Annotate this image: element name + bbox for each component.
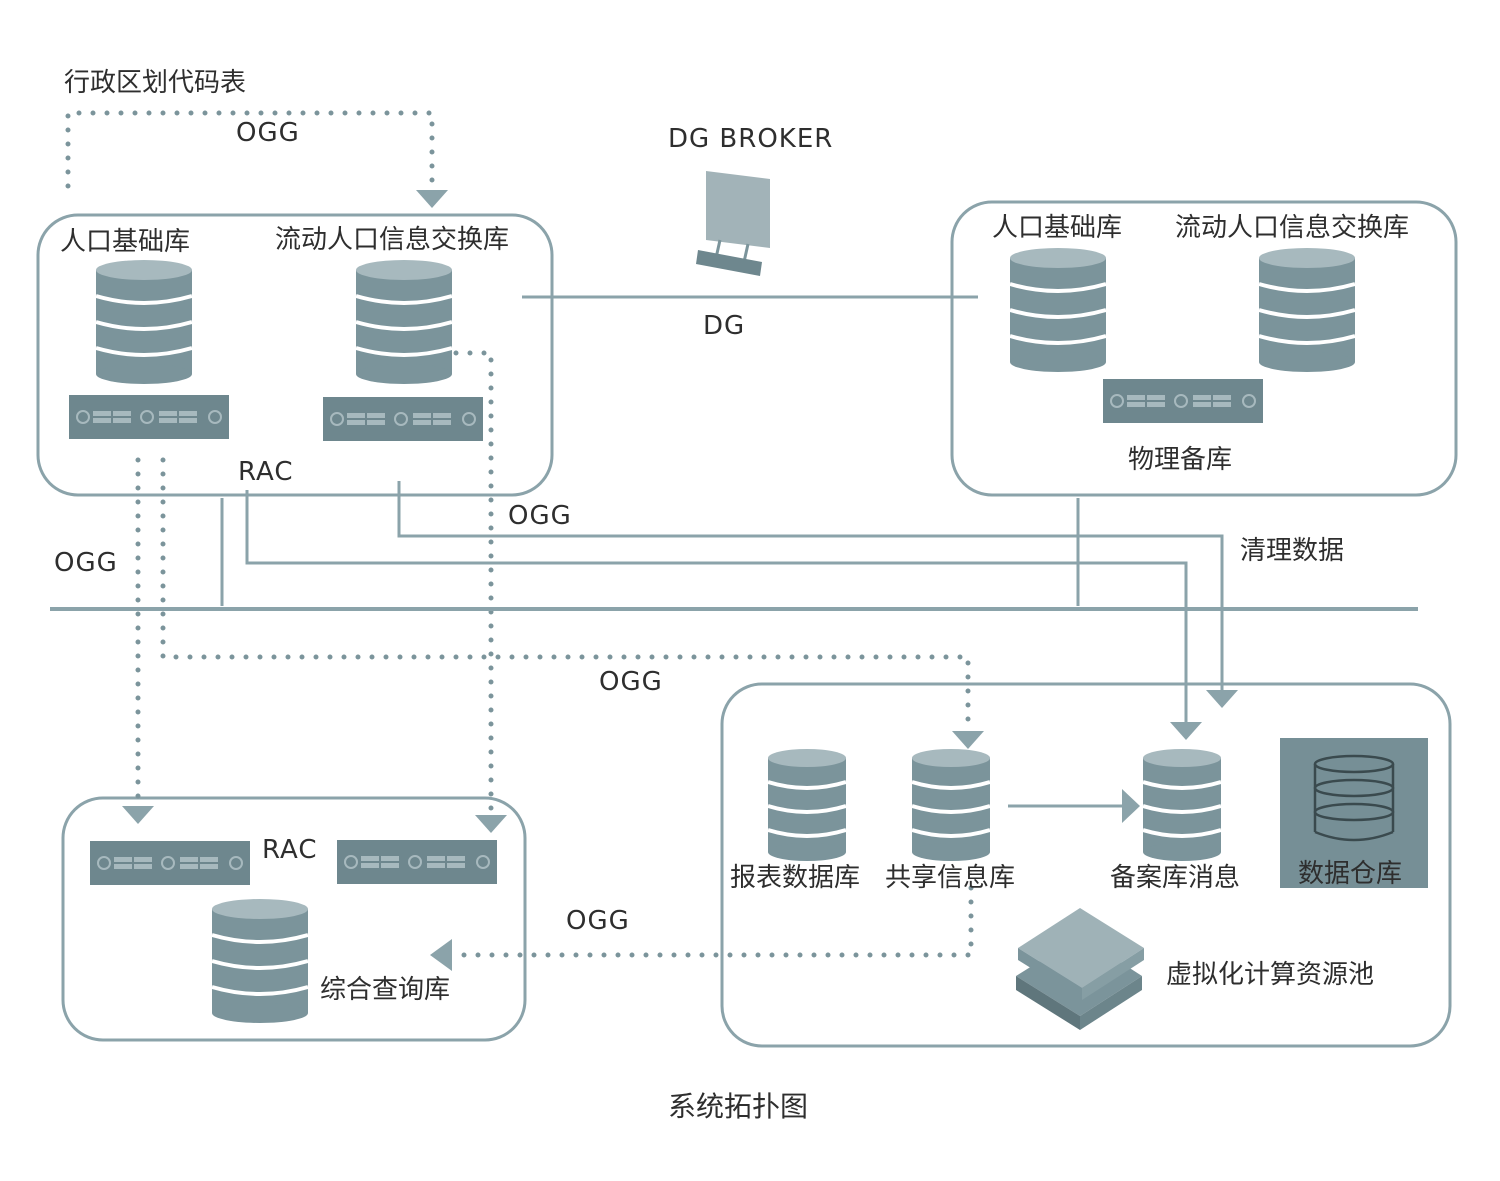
ogg-link-pop-to-shared	[160, 457, 971, 730]
arrow-filing-1	[1170, 722, 1202, 740]
label-ogg-left: OGG	[54, 548, 118, 578]
left-server-2	[322, 396, 484, 442]
query-server-1	[89, 840, 251, 886]
ogg-link-shared-to-query	[455, 885, 974, 958]
label-right-pop-db: 人口基础库	[992, 213, 1122, 243]
label-left-float-db: 流动人口信息交换库	[275, 225, 509, 255]
label-rac-top: RAC	[238, 457, 294, 487]
report-db-icon	[766, 747, 848, 863]
label-clean-data: 清理数据	[1240, 536, 1344, 566]
ogg-link-admin-table	[65, 110, 435, 191]
virtual-pool-icon	[1016, 908, 1144, 1030]
label-ogg-center: OGG	[599, 667, 663, 697]
diagram-caption: 系统拓扑图	[668, 1090, 808, 1123]
arrow-query-left	[122, 806, 154, 824]
left-pop-db-icon	[94, 258, 194, 386]
arrow-query-right	[475, 815, 507, 833]
ogg-link-float-to-query	[453, 350, 494, 815]
left-server-1	[68, 394, 230, 440]
label-left-pop-db: 人口基础库	[60, 227, 190, 257]
label-ogg-top: OGG	[236, 118, 300, 148]
left-float-db-icon	[354, 258, 454, 386]
label-data-warehouse: 数据仓库	[1298, 859, 1402, 889]
right-pop-db-icon	[1008, 246, 1108, 374]
data-warehouse-panel	[1280, 738, 1428, 888]
arrow-admin	[416, 190, 448, 208]
label-virtual-pool: 虚拟化计算资源池	[1166, 960, 1374, 990]
query-server-2	[336, 839, 498, 885]
standby-server	[1102, 378, 1264, 424]
standby-site-box	[950, 200, 1458, 497]
query-db-icon	[210, 897, 310, 1025]
arrow-shared	[952, 731, 984, 749]
clean-data-route-2	[245, 490, 1188, 722]
label-admin-code-table: 行政区划代码表	[64, 68, 246, 98]
label-filing-msg: 备案库消息	[1110, 863, 1240, 893]
main-site-box	[36, 213, 554, 497]
label-rac-bottom: RAC	[262, 835, 318, 865]
label-report-db: 报表数据库	[730, 863, 860, 893]
shared-db-icon	[910, 747, 992, 863]
arrow-shared-to-filing	[1122, 789, 1140, 823]
label-shared-db: 共享信息库	[885, 863, 1015, 893]
arrow-query-db	[430, 939, 452, 971]
right-float-db-icon	[1257, 246, 1357, 374]
virtual-site-box	[720, 682, 1452, 1048]
query-site-box	[61, 796, 527, 1042]
label-physical-standby: 物理备库	[1128, 445, 1232, 475]
label-dg: DG	[703, 311, 745, 341]
label-query-db: 综合查询库	[320, 975, 450, 1005]
label-right-float-db: 流动人口信息交换库	[1175, 213, 1409, 243]
clean-data-route-1	[397, 481, 1224, 690]
label-dg-broker: DG BROKER	[668, 124, 833, 154]
arrow-filing-2	[1206, 690, 1238, 708]
label-ogg-mid-right: OGG	[508, 501, 572, 531]
filing-db-icon	[1141, 747, 1223, 863]
dg-broker-icon	[696, 171, 770, 276]
label-ogg-bottom: OGG	[566, 906, 630, 936]
